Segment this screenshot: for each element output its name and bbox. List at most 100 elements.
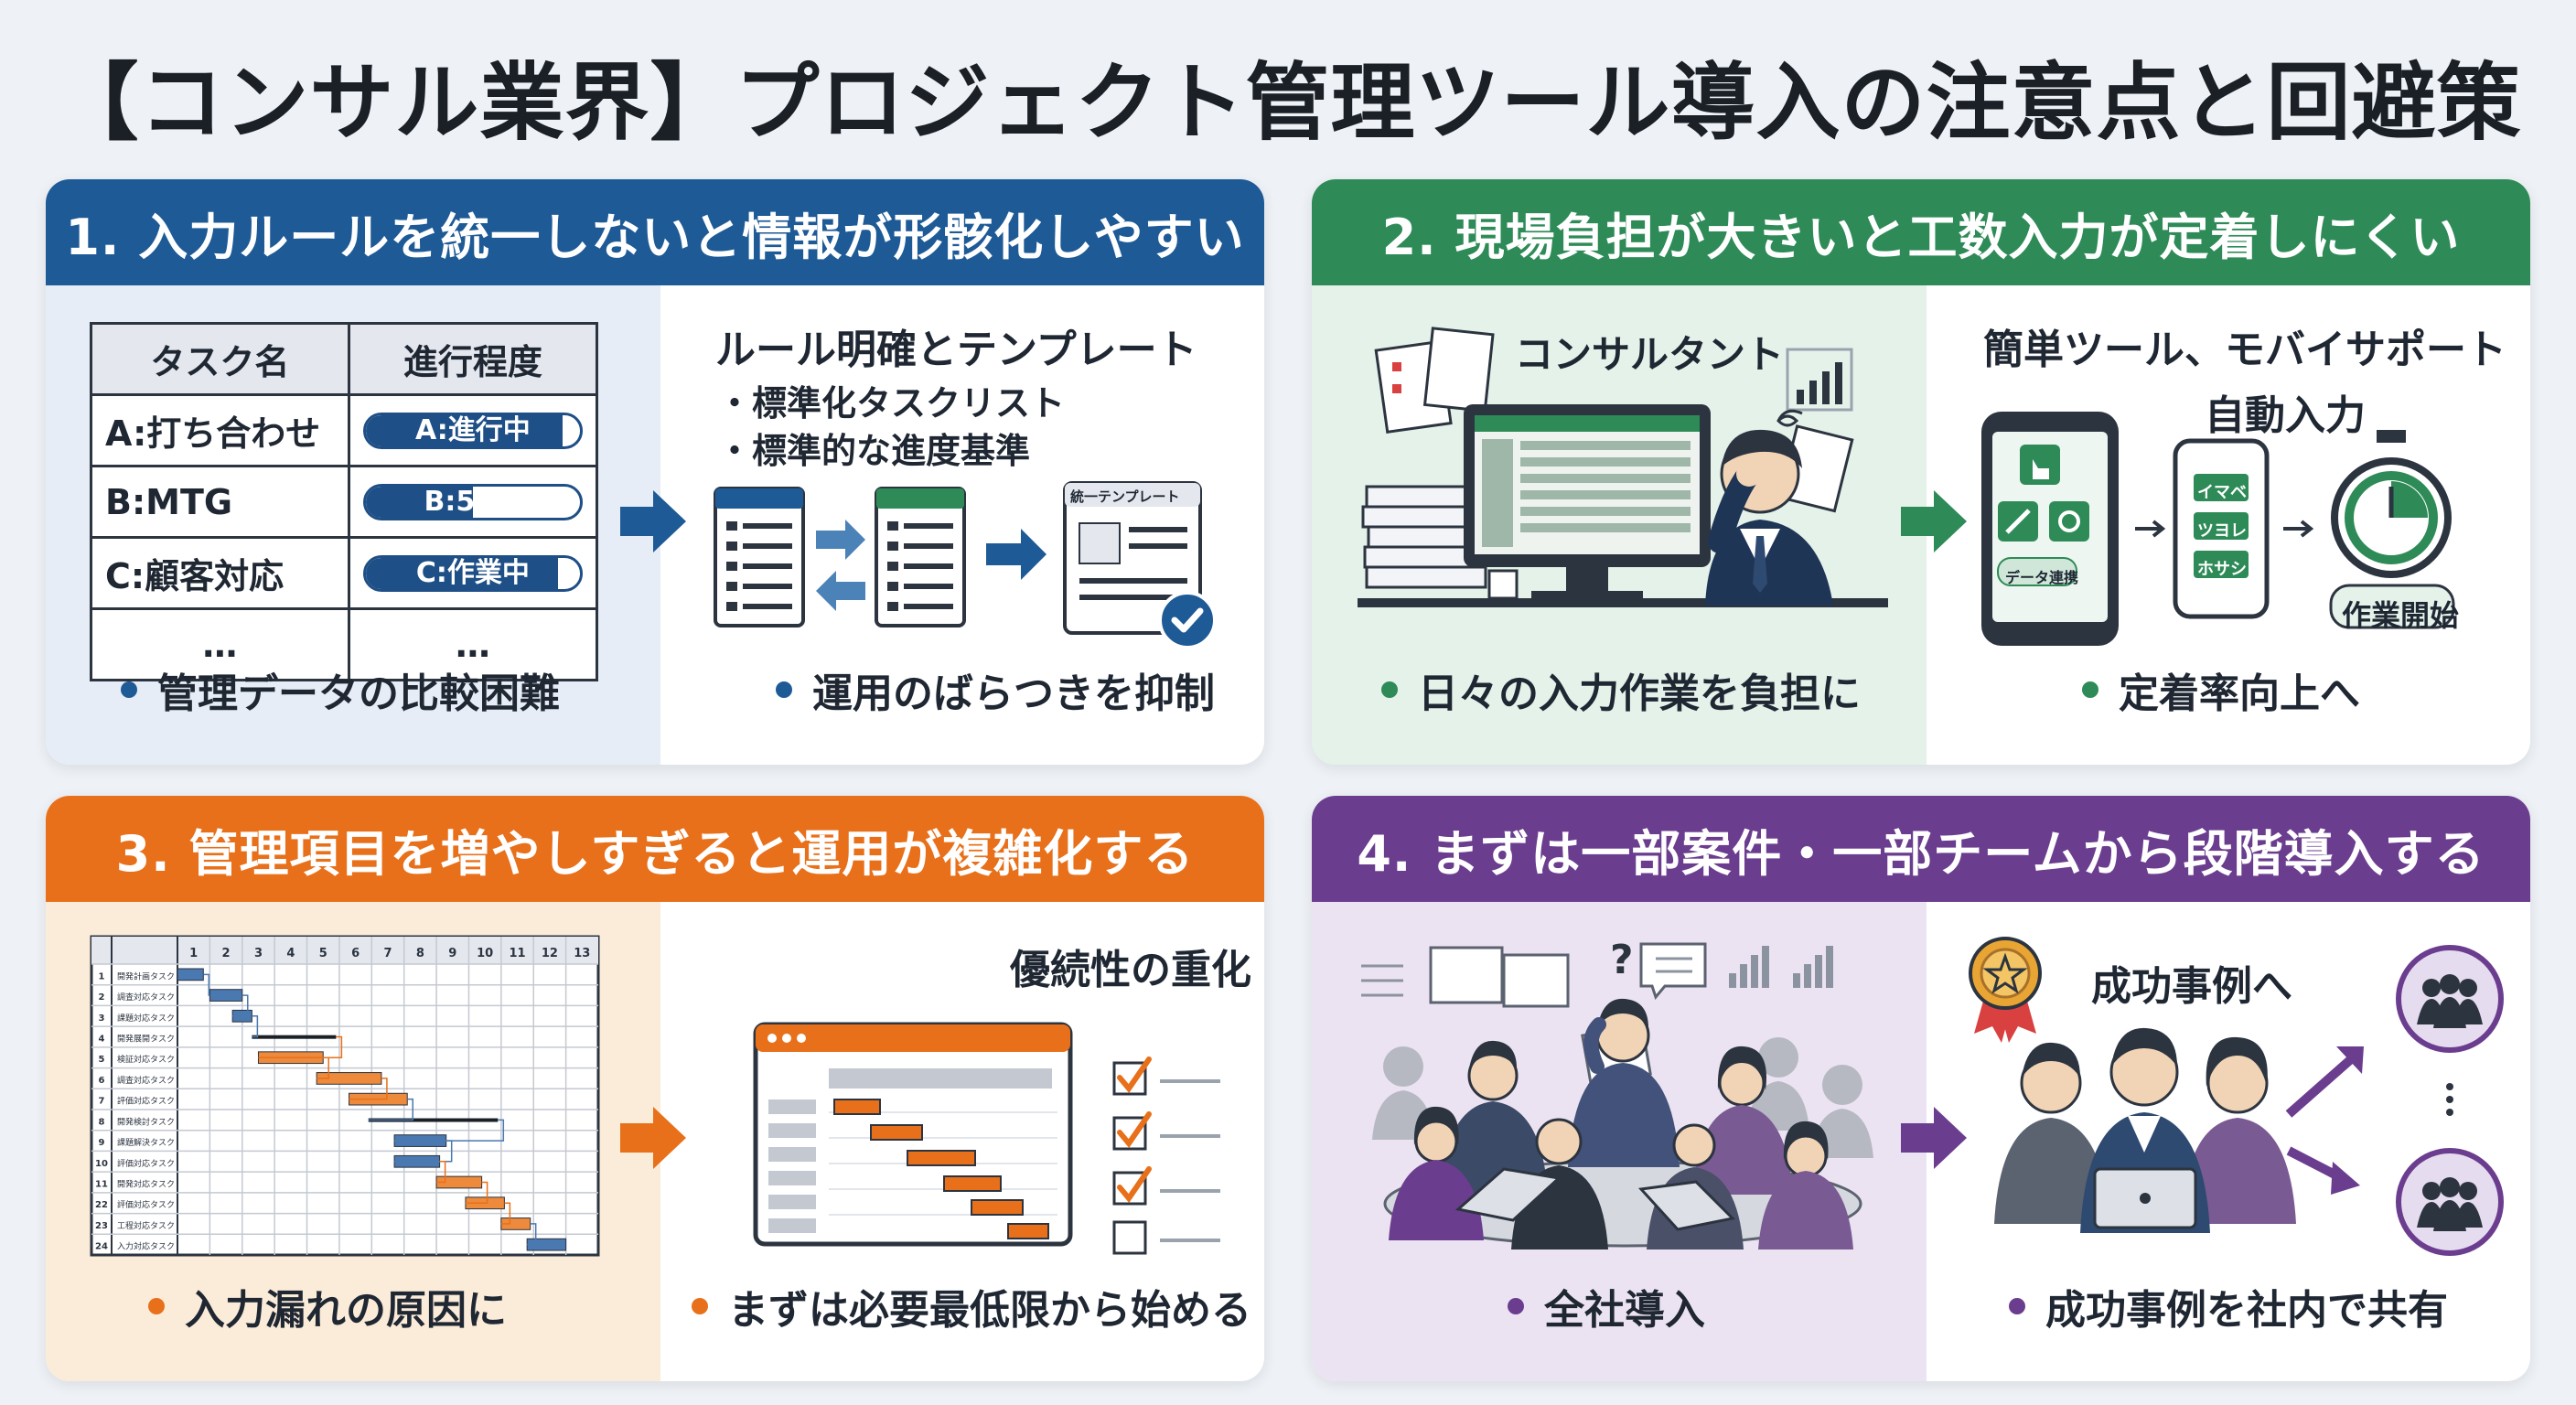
panel-input-rules: 1. 入力ルールを統一しないと情報が形骸化しやすい タスク名 進行程度 A:打ち…: [46, 179, 1264, 765]
gantt-row-name: 入力対応タスク: [117, 1241, 175, 1252]
task-cell: A:打ち合わせ: [90, 393, 350, 467]
gantt-row-name: 工程対応タスク: [117, 1220, 175, 1231]
gantt-row-number: 3: [99, 1014, 105, 1024]
consultant-label: コンサルタント: [1515, 332, 1785, 377]
bullet-dot: [2009, 1298, 2025, 1314]
page-title: 【コンサル業界】プロジェクト管理ツール導入の注意点と回避策: [54, 54, 2522, 152]
document-sync-icon: [714, 481, 1217, 649]
gantt-dependency-line: [252, 1015, 259, 1038]
panel-header: 1. 入力ルールを統一しないと情報が形骸化しやすい: [46, 179, 1264, 285]
table-row: C:顧客対応 C:作業中: [90, 536, 599, 610]
bullet-text: 成功事例を社内で共有: [2045, 1287, 2448, 1334]
gantt-row-name: 課題対応タスク: [117, 1013, 175, 1024]
bullet-dot: [776, 681, 792, 698]
bullet-text: 運用のばらつきを抑制: [812, 670, 1215, 717]
arrow-right-icon: [620, 1107, 686, 1169]
gantt-dependency-line: [394, 1140, 453, 1163]
gantt-summary-bar: [252, 1035, 337, 1039]
gantt-row-number: 22: [95, 1200, 108, 1210]
gantt-row-number: 5: [99, 1055, 105, 1065]
progress-label: C:作業中: [415, 556, 530, 589]
progress-bar: B:50%: [362, 483, 583, 520]
bullet-problem: 日々の入力作業を負担に: [1381, 660, 1861, 719]
arrow-right-icon: [620, 490, 686, 552]
bullet-text: 定着率向上へ: [2119, 670, 2360, 717]
confused-meeting-icon: ?: [1361, 937, 1873, 1249]
progress-label: A:進行中: [414, 413, 531, 446]
solution-item: ・標準的な進度基準: [717, 431, 1031, 471]
gantt-dependency-line: [527, 1223, 537, 1246]
problem-area: タスク名 進行程度 A:打ち合わせ A:進行中 B:MTG B:50% C:顧客…: [46, 285, 660, 765]
gantt-col-label: 8: [416, 947, 424, 960]
gantt-col-label: 11: [509, 947, 525, 960]
svg-text:?: ?: [1610, 937, 1634, 983]
bullet-solution: 成功事例を社内で共有: [2009, 1277, 2448, 1335]
bullet-text: 入力漏れの原因に: [185, 1287, 507, 1334]
bullet-problem: 入力漏れの原因に: [148, 1277, 507, 1335]
bullet-solution: まずは必要最低限から始める: [692, 1277, 1251, 1335]
bullet-dot: [1508, 1298, 1524, 1314]
gantt-dependency-line: [258, 1035, 343, 1058]
progress-bar: A:進行中: [362, 412, 583, 449]
bullet-dot: [1381, 681, 1398, 698]
solution-title: 成功事例へ: [2091, 963, 2292, 1010]
gantt-row-name: 調査対応タスク: [117, 1075, 175, 1086]
solution-title: 優続性の重化: [1010, 947, 1251, 993]
gantt-row-number: 1: [99, 971, 105, 981]
gantt-dependency-line: [368, 1098, 413, 1121]
gantt-col-label: 12: [542, 947, 558, 960]
gantt-row-name: 評価対応タスク: [117, 1096, 175, 1107]
gantt-row-number: 4: [99, 1034, 105, 1044]
gantt-col-label: 2: [222, 947, 231, 960]
phone-tile-label: データ連携: [2005, 569, 2079, 586]
gantt-row-name: 評価対応タスク: [117, 1158, 175, 1169]
gantt-col-label: 3: [254, 947, 263, 960]
bullet-dot: [692, 1298, 708, 1314]
simple-gantt-icon: [753, 1022, 1220, 1255]
solution-area: 成功事例へ: [1927, 902, 2530, 1381]
progress-label: B:50%: [424, 485, 522, 518]
solution-sub: 自動入力: [2205, 392, 2366, 439]
gantt-row-name: 開発計画タスク: [117, 971, 175, 981]
task-cell: …: [90, 607, 350, 681]
gantt-col-label: 7: [383, 947, 392, 960]
template-label: 統一テンプレート: [1070, 488, 1180, 505]
table-row: … …: [90, 607, 599, 681]
panel-header: 4. まずは一部案件・一部チームから段階導入する: [1312, 796, 2530, 902]
gantt-row-name: 開発対応タスク: [117, 1178, 175, 1189]
bullet-problem: 全社導入: [1508, 1277, 1705, 1335]
task-cell: B:MTG: [90, 465, 350, 539]
task-cell: C:顧客対応: [90, 536, 350, 610]
progress-cell: C:作業中: [347, 536, 599, 610]
bullet-problem: 管理データの比較困難: [121, 660, 560, 719]
gantt-col-label: 9: [448, 947, 456, 960]
bullet-text: 日々の入力作業を負担に: [1418, 670, 1861, 717]
gantt-task-bar: [209, 989, 243, 1002]
gantt-dependency-line: [232, 994, 249, 1017]
gantt-col-label: 10: [477, 947, 493, 960]
bullet-solution: 運用のばらつきを抑制: [776, 660, 1215, 719]
bullet-dot: [2082, 681, 2098, 698]
gantt-row-number: 23: [95, 1221, 108, 1231]
progress-bar: C:作業中: [362, 554, 583, 592]
gantt-row-number: 10: [95, 1159, 108, 1169]
gantt-row-number: 24: [95, 1242, 108, 1252]
gantt-row-name: 検証対応タスク: [117, 1054, 175, 1065]
gantt-header: [91, 937, 598, 964]
gantt-row-number: 11: [95, 1179, 108, 1189]
panel-phased-rollout: 4. まずは一部案件・一部チームから段階導入する ?: [1312, 796, 2530, 1381]
gantt-row-number: 9: [99, 1138, 105, 1148]
progress-cell: A:進行中: [347, 393, 599, 467]
overworked-consultant-icon: [1358, 327, 1888, 607]
mini-tile-label: ホサシ: [2197, 560, 2247, 579]
gantt-dependency-line: [465, 1181, 488, 1204]
gantt-row-number: 2: [99, 992, 105, 1003]
gantt-dependency-line: [349, 1078, 388, 1100]
panel-header: 2. 現場負担が大きいと工数入力が定着しにくい: [1312, 179, 2530, 285]
mini-tile-label: ツヨレ: [2197, 521, 2247, 541]
table-header-task: タスク名: [90, 322, 350, 396]
gantt-row-name: 開発検討タスク: [117, 1116, 175, 1127]
